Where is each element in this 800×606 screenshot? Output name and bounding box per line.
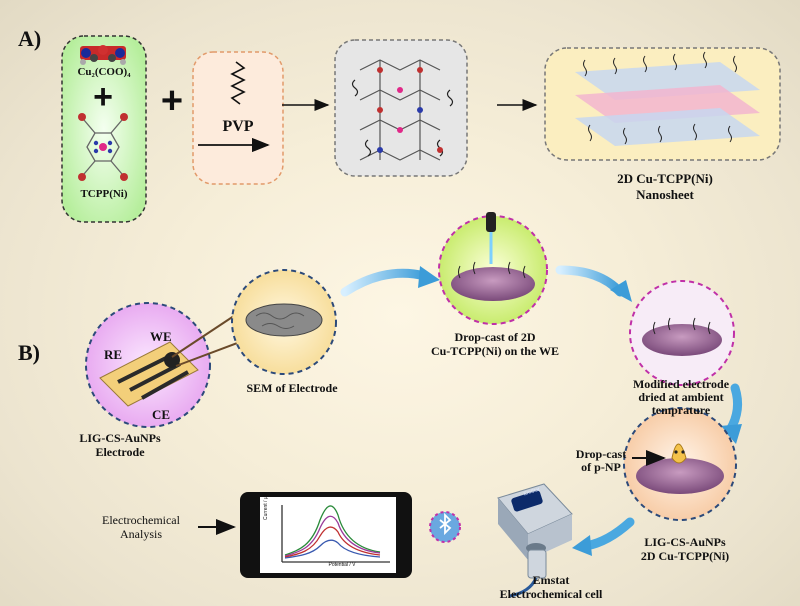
dropcast-label-line2: Cu-TCPP(Ni) on the WE xyxy=(430,344,560,358)
we-label: WE xyxy=(150,329,172,344)
nanosheet-pvp-chains xyxy=(583,51,737,145)
emstat-label-line2: Electrochemical cell xyxy=(499,587,603,601)
pvp-chain xyxy=(230,61,246,105)
modified-label-line2: 2D Cu-TCPP(Ni) xyxy=(640,549,730,563)
dried-chains xyxy=(653,317,711,335)
pnp-droplet xyxy=(671,443,687,464)
product-label-line1: 2D Cu-TCPP(Ni) xyxy=(617,171,713,186)
arrow-b1 xyxy=(340,268,430,297)
pnp-label-line1: Drop-cast xyxy=(575,447,627,461)
reactant-2-label: TCPP(Ni) xyxy=(80,188,128,200)
arrow-b2-head xyxy=(610,280,632,302)
cu-paddlewheel-molecule xyxy=(80,45,126,65)
sem-label: SEM of Electrode xyxy=(246,381,338,395)
nanosheet-layers xyxy=(575,62,760,146)
emstat-device xyxy=(497,483,573,598)
sem-texture xyxy=(255,312,305,329)
dried-label-line3: temprature xyxy=(651,403,711,417)
arrow-b4-head xyxy=(572,535,592,556)
tcpp-ni-molecule xyxy=(78,113,128,181)
analysis-label-line1: Electrochemical xyxy=(102,513,180,527)
pnp-label-line2: of p-NP xyxy=(581,460,621,474)
modified-label-line1: LIG-CS-AuNPs xyxy=(644,535,726,549)
mof-metal-nodes xyxy=(377,67,443,153)
pnp-disc xyxy=(636,458,724,494)
electrode-label-line2: Electrode xyxy=(95,445,145,459)
electrode-label-line1: LIG-CS-AuNPs xyxy=(79,431,161,445)
dried-label-line1: Modified electrode xyxy=(632,377,730,391)
phone-x-axis-label: Potential / V xyxy=(328,562,356,568)
dried-label-line2: dried at ambient xyxy=(638,390,724,404)
dried-disc xyxy=(642,324,722,356)
analysis-label-line2: Analysis xyxy=(120,527,162,541)
plus-sign-2: + xyxy=(160,80,184,122)
electrode-strip xyxy=(99,341,199,407)
ce-label: CE xyxy=(152,407,171,422)
voltammogram xyxy=(281,505,390,563)
arrow-b2 xyxy=(555,265,625,297)
plus-sign-1: + xyxy=(93,78,113,116)
product-label-line2: Nanosheet xyxy=(636,187,694,202)
mof-framework-sketch xyxy=(351,59,454,161)
sem-image xyxy=(245,303,323,337)
dropcast-label-line1: Drop-cast of 2D xyxy=(454,330,536,344)
pvp-label: PVP xyxy=(222,118,254,135)
bluetooth-icon xyxy=(439,512,452,536)
reactant-1-label: Cu₂(COO)₄ xyxy=(77,66,131,78)
dropcast-disc xyxy=(451,267,535,301)
phone-screen xyxy=(260,497,396,573)
dropcast-chains xyxy=(458,261,526,279)
panel-b-label: B) xyxy=(18,340,40,365)
pipette xyxy=(486,212,496,232)
emstat-label-line1: Emstat xyxy=(532,573,570,587)
mof-framework-box xyxy=(334,39,468,177)
panel-a-label: A) xyxy=(18,26,42,51)
phone-y-axis-label: Current / µA xyxy=(263,492,269,520)
arrow-b3-head xyxy=(720,424,742,444)
re-label: RE xyxy=(104,347,123,362)
arrow-b1-head xyxy=(418,266,440,288)
